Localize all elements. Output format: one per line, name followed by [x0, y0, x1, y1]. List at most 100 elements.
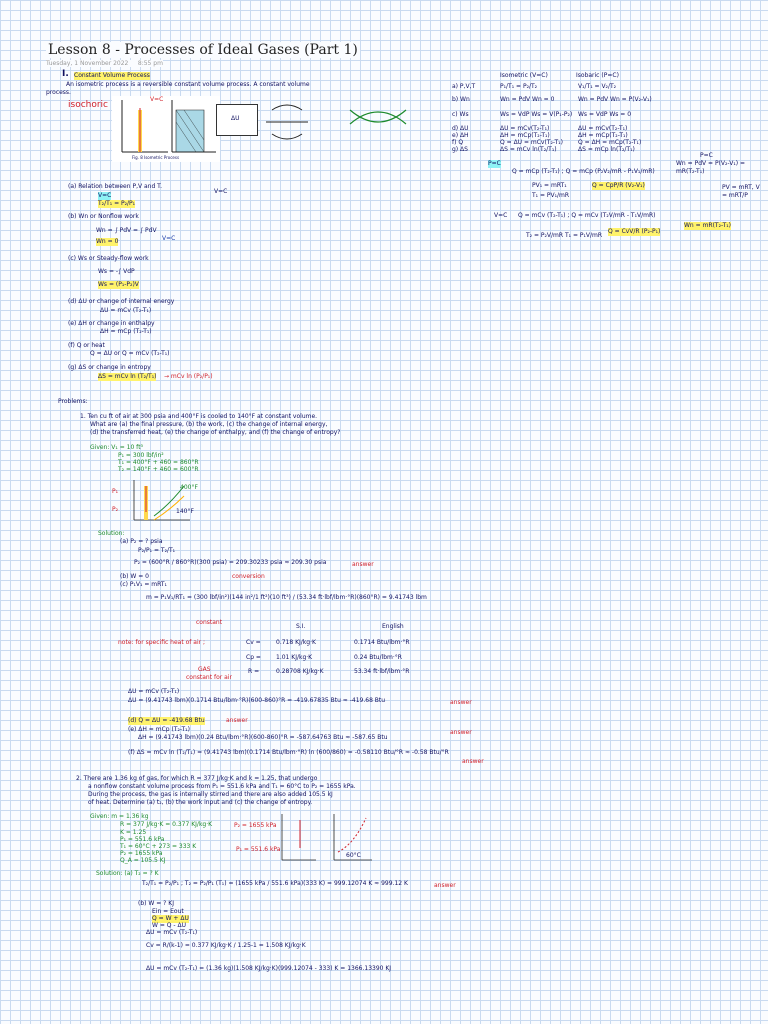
p1-given-3: T₁ = 400°F + 460 = 860°R: [118, 459, 199, 466]
comp-side-eq: PV = mRT, V = mRT/P: [722, 184, 760, 199]
comp-pc-tag: P=C: [488, 160, 501, 168]
p2-sol-b2: Q = W + ΔU: [152, 915, 189, 923]
rel-e-eq: ΔH = mCp (T₂-T₁): [100, 328, 152, 335]
p2-diag-p1: P₁ = 551.6 kPa: [236, 846, 281, 853]
page-title: Lesson 8 - Processes of Ideal Gases (Par…: [46, 42, 360, 58]
p1-note: note: for specific heat of air ;: [118, 639, 206, 646]
comp-q-eq: Q = mCp (T₂-T₁) ; Q = mCp (P₂V₂/mR - P₁V…: [512, 168, 655, 175]
fig-caption: Fig. 8 Isometric Process: [132, 155, 180, 160]
comp-wn-eq: Wn = PdV = P(V₂-V₁) = mR(T₂-T₁): [676, 160, 746, 175]
p1-answer-c: answer: [450, 699, 472, 706]
comp-row-b-iso: Wn = PdV Wn = 0: [500, 96, 555, 103]
intro-line-2: process.: [46, 89, 71, 96]
p1-given: Given: V₁ = 10 ft³: [90, 444, 143, 451]
intro-line-1: An isometric process is a reversible con…: [66, 81, 310, 88]
p2-given-3: K = 1.25: [120, 829, 147, 836]
p2-sol-a2: T₂/T₁ = P₂/P₁ ; T₂ = P₂/P₁ (T₁) = (1655 …: [142, 880, 408, 887]
rel-a-label: (a) Relation between P,V and T.: [68, 183, 163, 190]
comp-col2-text: Isobaric (P=C): [576, 72, 619, 79]
p1-line-1: 1. Ten cu ft of air at 300 psia and 400°…: [80, 413, 318, 420]
rel-b-result: Wn = 0: [96, 238, 119, 246]
p1-answer-a: answer: [352, 561, 374, 568]
p1-cp-label: Cp =: [246, 654, 261, 661]
p1-sol-d: (d) Q = ΔU = -419.68 Btu: [128, 717, 205, 725]
p1-sol-c: (c) P₁V₁ = mRT₁: [120, 581, 167, 588]
cross-arrows-sketch: [349, 109, 407, 125]
p1-du-1: ΔU = mCv (T₂-T₁): [128, 688, 180, 695]
p1-cp-si: 1.01 KJ/kg·K: [276, 654, 313, 661]
p2-diag-t: 60°C: [346, 852, 361, 859]
comp-pv: PV₁ = mRT₁: [532, 182, 567, 189]
p1-const-air: constant for air: [186, 674, 232, 681]
p1-cv-si: 0.718 KJ/kg·K: [276, 639, 316, 646]
p1-gas: GAS: [198, 666, 211, 673]
p1-answer-d: answer: [226, 717, 248, 724]
p2-sol-b: (b) W = ? KJ: [138, 900, 174, 907]
p1-sol-e: (e) ΔH = mCp (T₂-T₁): [128, 726, 190, 733]
p2-sol-b5: Cv = R/(k-1) = 0.377 KJ/kg·K / 1.25-1 = …: [146, 942, 306, 949]
comp-t-eq: T₁ = PV₁/mR: [532, 192, 570, 199]
comp-row-d-iso: ΔU = mCv(T₂-T₁): [500, 125, 550, 132]
rel-c-eq: Ws = -∫ VdP: [98, 268, 135, 275]
comp-row-f-iso: Q = ΔU = mCv(T₂-T₁): [500, 139, 563, 146]
p1-sol-c2: m = P₁V₁/RT₁ = (300 lbf/in²)(144 in²/1 f…: [146, 594, 427, 601]
comp-row-a-isob: V₁/T₁ = V₂/T₂: [578, 83, 617, 90]
rel-f-label: (f) Q or heat: [68, 342, 105, 349]
p1-du-2: ΔU = (9.41743 lbm)(0.1714 Btu/lbm·°R)(60…: [128, 697, 386, 704]
p2-answer-a: answer: [434, 882, 456, 889]
p2-diag-p2: P₂ = 1655 kPa: [234, 822, 277, 829]
comp-row-e-isob: ΔH = mCp(T₂-T₁): [578, 132, 628, 139]
rel-b-eq: Wn = ∫ PdV = ∫ PdV: [96, 227, 157, 234]
comp-row-e-iso: ΔH = mCp(T₂-T₁): [500, 132, 550, 139]
p1-diag-t1: 400°F: [180, 484, 198, 491]
comp-row-b-label: b) Wn: [452, 96, 470, 103]
p2-given: Given: m = 1.36 kg: [90, 813, 149, 820]
comp-row-g-isob: ΔS = mCp ln(T₂/T₁): [578, 146, 635, 153]
comp-q-result: Q = CpP/R (V₂-V₁): [592, 182, 645, 190]
comp-row-a-iso: P₁/T₁ = P₂/T₂: [500, 83, 538, 90]
comp-col-isobaric: Isobaric (P=C): [576, 72, 619, 80]
p2-given-5: T₁ = 60°C + 273 = 333 K: [120, 843, 197, 850]
rel-b-vc: V=C: [162, 235, 176, 242]
comp-q2-result: Q = CvV/R (P₂-P₁): [608, 228, 661, 236]
comp-wn-result: Wn = mR(T₂-T₁): [684, 222, 732, 230]
comp-row-e-label: e) ΔH: [452, 132, 469, 139]
p1-sol-e2: ΔH = (9.41743 lbm)(0.24 Btu/lbm·°R)(600-…: [138, 734, 388, 741]
p1-sol-a3: P₂ = (600°R / 860°R)(300 psia) = 209.302…: [134, 559, 327, 566]
comp-pc-tag-2: P=C: [700, 152, 713, 159]
p1-diag-p2: P₂: [112, 506, 119, 513]
section-numeral: I.: [62, 69, 69, 79]
comp-col-isometric: Isometric (V=C): [500, 72, 548, 80]
pv-diagram-svg: [121, 100, 216, 153]
rel-d-label: (d) ΔU or change of internal energy: [68, 298, 175, 305]
comp-row-a-label: a) P,V,T: [452, 83, 476, 90]
p1-cv-en: 0.1714 Btu/lbm·°R: [354, 639, 410, 646]
problems-heading: Problems:: [58, 398, 88, 405]
pv-diagram-figure: Fig. 8 Isometric Process: [112, 96, 220, 162]
time-text: 8:55 pm: [137, 60, 163, 67]
comp-q2-eq: Q = mCv (T₂-T₁) ; Q = mCv (T₂V/mR - T₁V/…: [518, 212, 656, 219]
comp-row-b-isob: Wn = PdV Wn = P(V₂-V₁): [578, 96, 652, 103]
rel-a-eq: T₂/T₁ = P₂/P₁: [98, 200, 136, 208]
comp-row-d-isob: ΔU = mCv(T₂-T₁): [578, 125, 628, 132]
p1-si-header: S.I.: [296, 623, 306, 630]
p1-sol-f: (f) ΔS = mCv ln (T₂/T₁) = (9.41743 lbm)(…: [128, 749, 449, 756]
p2-solution: Solution: (a) T₂ = ? K: [96, 870, 159, 877]
p1-line-2: What are (a) the final pressure, (b) the…: [90, 421, 328, 428]
p2-given-7: Q_A = 105.5 KJ: [120, 857, 166, 864]
comp-vc-tag: V=C: [494, 212, 508, 219]
p2-line-4: of heat. Determine (a) t₂, (b) the work …: [88, 799, 313, 806]
rel-e-label: (e) ΔH or change in enthalpy: [68, 320, 155, 327]
p1-constant: constant: [196, 619, 223, 626]
comp-row-c-iso: Ws = VdP Ws = V(P₁-P₂): [500, 111, 573, 118]
p1-cv-label: Cv =: [246, 639, 261, 646]
p2-given-6: P₂ = 1655 kPa: [120, 850, 163, 857]
rel-c-result: Ws = (P₁-P₂)V: [98, 281, 139, 289]
p1-diag-p1: P₁: [112, 488, 119, 495]
rel-f-eq: Q = ΔU or Q = mCv (T₂-T₁): [90, 350, 170, 357]
comp-row-d-label: d) ΔU: [452, 125, 469, 132]
p2-diagrams: P₂ = 1655 kPa P₁ = 551.6 kPa 60°C: [234, 812, 374, 864]
isochoric-label: isochoric: [68, 100, 109, 110]
system-box: ΔU: [216, 104, 258, 136]
section-heading: Constant Volume Process: [74, 72, 150, 80]
